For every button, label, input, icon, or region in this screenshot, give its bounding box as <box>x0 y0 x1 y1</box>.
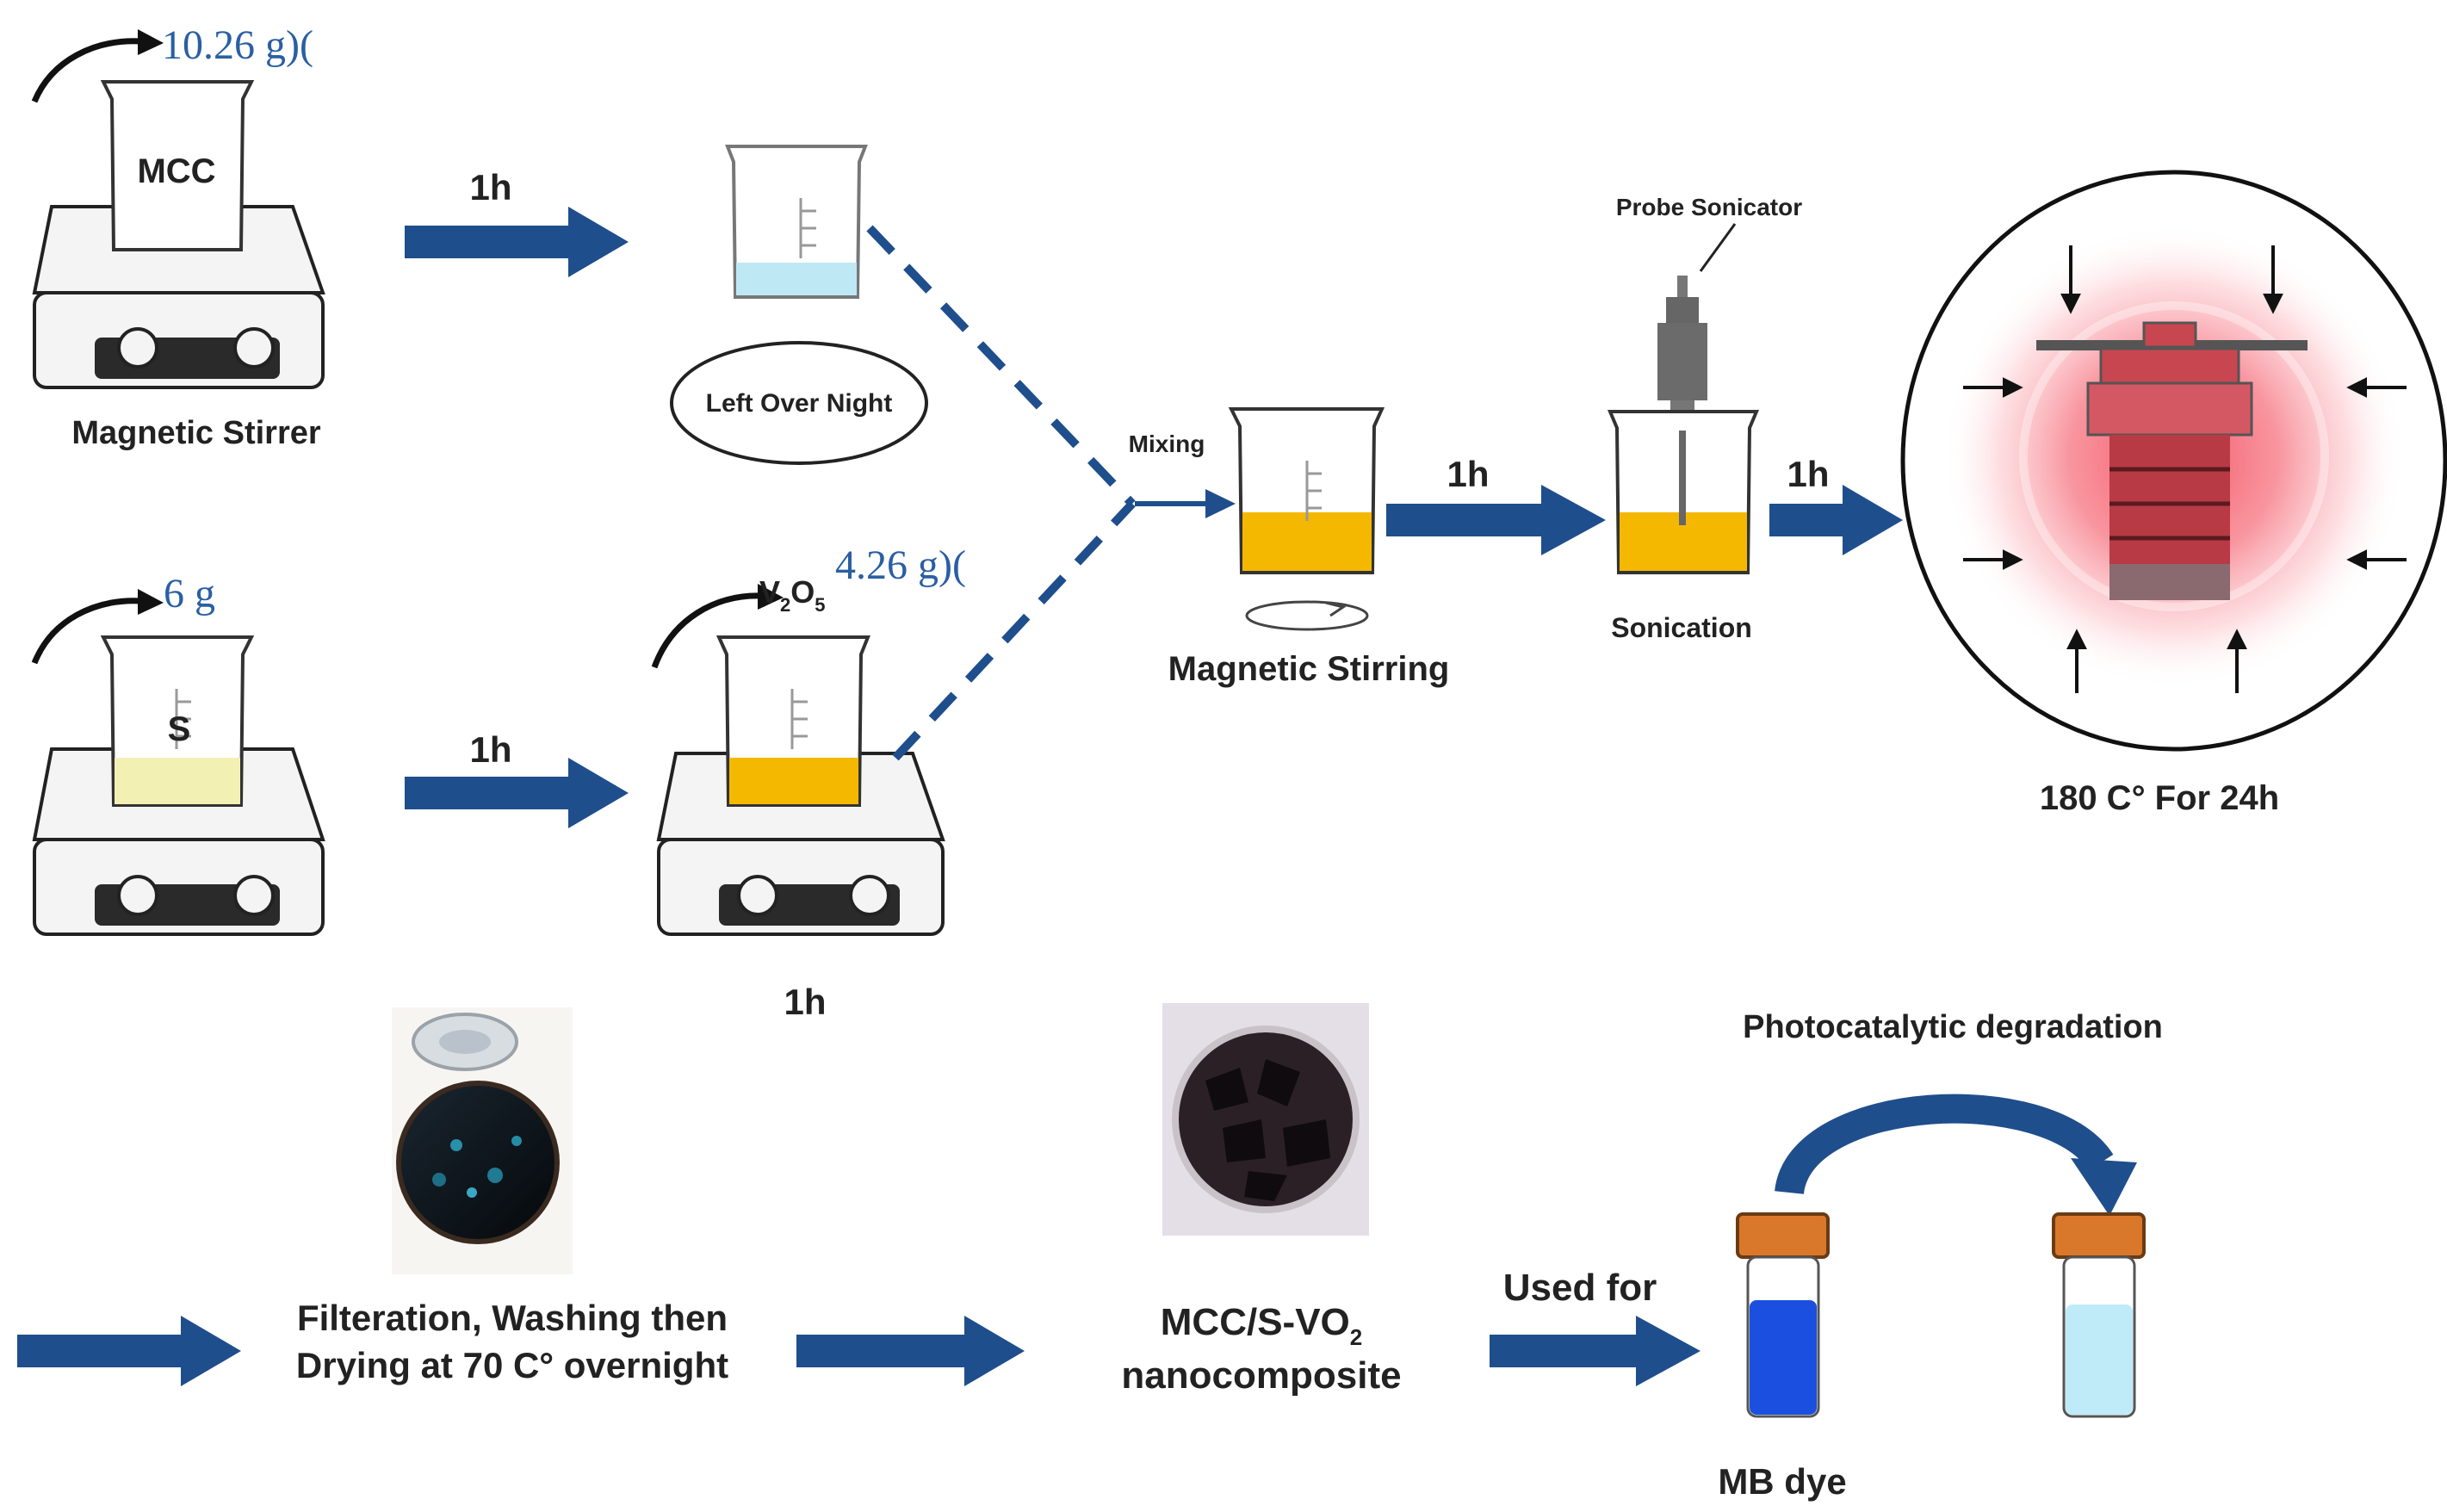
beaker-icon <box>725 145 868 299</box>
dashed-line-bottom <box>892 500 1136 761</box>
rotation-arrow-icon <box>651 592 763 669</box>
filtration-line2: Drying at 70 C° overnight <box>296 1345 728 1385</box>
product-line1: MCC/S-VO2 <box>1161 1301 1362 1350</box>
v2o5-group: V2O5 4.26 g)( 1h <box>651 542 966 1022</box>
rotation-arrow-head <box>138 29 164 55</box>
filtration-photo <box>392 1007 573 1274</box>
petri-dish-icon <box>1172 1026 1360 1213</box>
autoclave-caption: 180 C° For 24h <box>2040 779 2279 817</box>
step2-time-below: 1h <box>784 982 826 1022</box>
arrow-mixing <box>1386 485 1606 555</box>
mixing-beaker <box>1228 407 1385 631</box>
beaker-overnight <box>725 145 868 299</box>
probe-label: Probe Sonicator <box>1616 194 1802 220</box>
petri-dish-icon <box>396 1081 560 1244</box>
step1-time: 1h <box>469 167 511 208</box>
autoclave-icon <box>2036 321 2308 600</box>
used-for-label: Used for <box>1503 1267 1657 1309</box>
beaker-label-mcc: MCC <box>137 152 215 190</box>
reagent-v2o5: V2O5 <box>759 574 826 616</box>
step1-quantity: 10.26 g)( <box>162 22 313 68</box>
arrow-sonication <box>1769 485 1903 555</box>
note-left-over-night: Left Over Night <box>706 389 893 418</box>
note-bubble <box>670 341 928 465</box>
beaker-icon <box>100 635 255 807</box>
dye-label: MB dye <box>1718 1461 1846 1502</box>
dashed-line-top <box>866 225 1136 507</box>
rotation-arrow-icon <box>31 38 143 103</box>
photocatalysis-label: Photocatalytic degradation <box>1743 1009 2163 1045</box>
step2-time: 1h <box>469 729 511 770</box>
step1-group: 10.26 g)( MCC Magnetic Stirrer <box>31 22 325 451</box>
filtration-line1: Filteration, Washing then <box>297 1298 728 1338</box>
step2-group: 6 g S <box>31 571 325 936</box>
step2-quantity: 6 g <box>164 571 215 617</box>
device-label-magnetic-stirrer: Magnetic Stirrer <box>71 415 321 451</box>
arrow-step1 <box>405 207 629 277</box>
vial-icon <box>1736 1212 1830 1418</box>
mixing-label: Mixing <box>1129 431 1205 457</box>
mixing-time: 1h <box>1447 454 1489 494</box>
beaker-icon <box>716 635 870 807</box>
arrow-step2 <box>405 758 629 828</box>
sonication-caption: Sonication <box>1611 612 1752 643</box>
sonication-time: 1h <box>1787 454 1829 494</box>
arrow-used-for <box>1490 1316 1701 1386</box>
curved-arrow <box>1775 1094 2114 1196</box>
arrow-bottom-mid <box>796 1316 1025 1386</box>
beaker-label-s: S <box>168 710 191 748</box>
vial-icon <box>2052 1212 2146 1418</box>
arrow-bottom-in <box>17 1316 241 1386</box>
autoclave-chamber <box>1900 170 2447 752</box>
product-line2: nanocomposite <box>1121 1354 1401 1397</box>
probe-pointer <box>1699 223 1737 272</box>
product-photo <box>1162 1003 1369 1236</box>
sonication-beaker <box>1607 410 1760 574</box>
beaker-icon <box>100 80 255 251</box>
rotation-arrow-icon <box>31 598 143 665</box>
stirring-indicator <box>1245 600 1369 631</box>
reagent-quantity: 4.26 g)( <box>835 542 966 588</box>
mixing-caption: Magnetic Stirring <box>1168 650 1450 688</box>
